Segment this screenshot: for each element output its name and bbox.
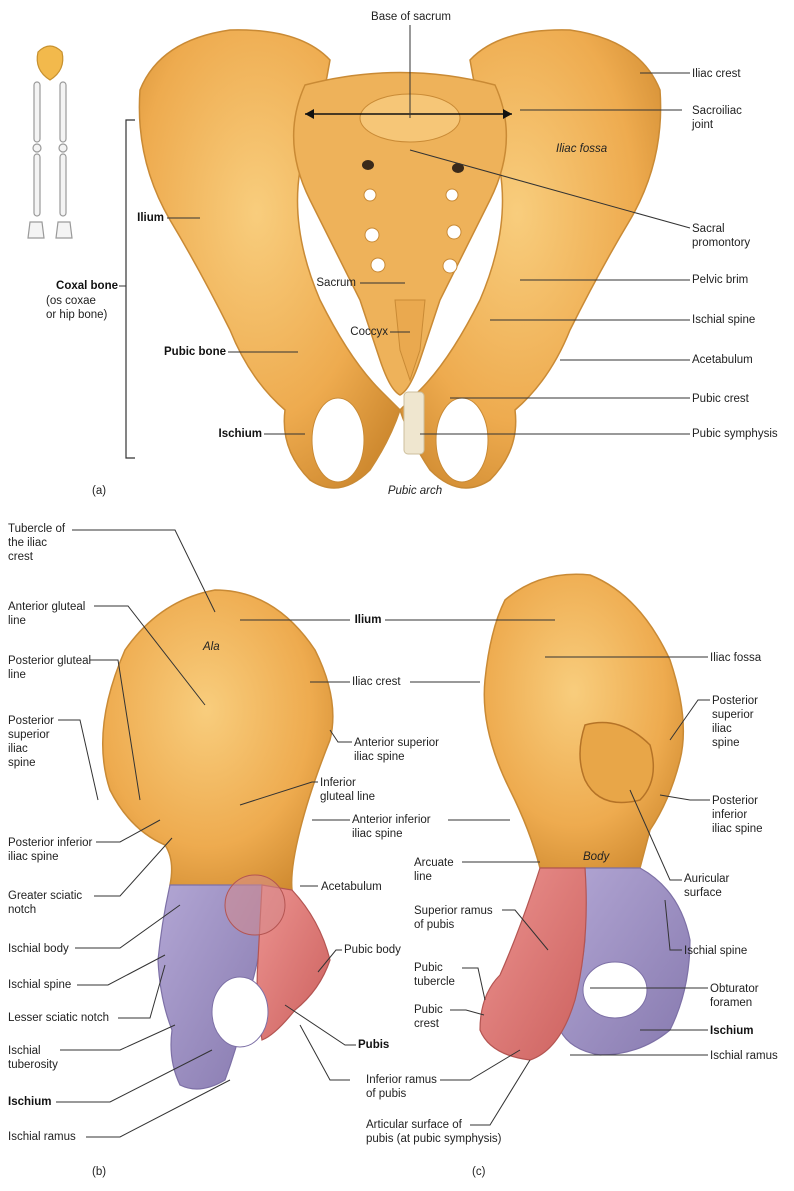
label-pubic-crest-c: Pubic crest	[414, 1004, 443, 1030]
label-iliac-crest-center: Iliac crest	[352, 676, 401, 688]
label-arcuate-line: Arcuate line	[414, 857, 454, 883]
label-pubic-arch: Pubic arch	[387, 485, 443, 497]
label-iliac-fossa-a: Iliac fossa	[556, 143, 608, 155]
label-ilium-center: Ilium	[354, 614, 382, 626]
pubic-symphysis-cartilage	[403, 391, 425, 455]
skeleton-locator-icon	[27, 45, 73, 239]
medial-pubis-shape	[479, 867, 587, 1061]
auricular-surface-shape	[579, 721, 655, 804]
label-acetabulum-a: Acetabulum	[692, 354, 753, 366]
label-posterior-superior-iliac-spine-c: Posterior superior iliac spine	[712, 695, 759, 749]
label-ischial-tuberosity: Ischial tuberosity	[8, 1045, 58, 1071]
label-posterior-gluteal-line: Posterior gluteal line	[8, 655, 92, 681]
label-pubic-tubercle: Pubic tubercle	[414, 962, 455, 988]
label-ischial-spine-a: Ischial spine	[692, 314, 756, 326]
label-ischium-c: Ischium	[710, 1025, 754, 1037]
label-posterior-superior-iliac-spine-b: Posterior superior iliac spine	[8, 715, 55, 769]
label-base-of-sacrum: Base of sacrum	[371, 11, 451, 23]
label-iliac-crest: Iliac crest	[692, 68, 741, 80]
label-anterior-inferior-iliac-spine: Anterior inferior iliac spine	[352, 814, 431, 840]
label-posterior-inferior-iliac-spine-b: Posterior inferior iliac spine	[8, 837, 93, 863]
panel-letter-c: (c)	[472, 1166, 486, 1178]
label-inferior-gluteal-line: Inferior gluteal line	[320, 777, 375, 803]
lateral-obturator-foramen	[211, 976, 269, 1048]
label-acetabulum-b: Acetabulum	[321, 881, 382, 893]
label-pubic-symphysis: Pubic symphysis	[692, 428, 778, 440]
label-ischium-a: Ischium	[218, 428, 262, 440]
label-pelvic-brim: Pelvic brim	[692, 274, 749, 286]
medial-ilium-shape	[483, 573, 685, 869]
panel-letter-b: (b)	[92, 1166, 107, 1178]
leader-lines	[56, 25, 710, 1138]
label-pubic-crest-a: Pubic crest	[692, 393, 749, 405]
label-ischial-spine-b: Ischial spine	[8, 979, 72, 991]
label-ischial-ramus-b: Ischial ramus	[8, 1131, 76, 1143]
pelvis-anterior-view	[125, 29, 662, 489]
label-iliac-fossa-c: Iliac fossa	[710, 652, 762, 664]
medial-obturator-foramen	[582, 961, 648, 1019]
label-pubic-bone: Pubic bone	[164, 346, 226, 358]
label-posterior-inferior-iliac-spine-c: Posterior inferior iliac spine	[712, 795, 763, 835]
label-lesser-sciatic-notch: Lesser sciatic notch	[8, 1012, 109, 1024]
left-ilium-shape	[138, 29, 401, 489]
label-ischial-body: Ischial body	[8, 943, 69, 955]
label-sacral-promontory: Sacral promontory	[692, 223, 751, 249]
label-ilium-a: Ilium	[137, 212, 164, 224]
acetabulum-shape	[224, 874, 286, 936]
coccyx-shape	[394, 299, 426, 382]
label-anterior-superior-iliac-spine: Anterior superior iliac spine	[354, 737, 440, 763]
label-obturator-foramen: Obturator foramen	[710, 983, 759, 1009]
label-sacroiliac-joint: Sacroiliac joint	[692, 105, 742, 131]
label-ischial-spine-c: Ischial spine	[684, 945, 748, 957]
lateral-ilium-shape	[102, 589, 334, 891]
label-ala: Ala	[203, 641, 220, 653]
hip-bone-medial-view	[479, 573, 691, 1061]
label-pubic-body: Pubic body	[344, 944, 401, 956]
hip-bone-lateral-view	[102, 589, 334, 1090]
label-body-c: Body	[583, 851, 610, 863]
label-ischial-ramus-c: Ischial ramus	[710, 1050, 778, 1062]
label-superior-ramus-pubis: Superior ramus of pubis	[414, 905, 493, 931]
right-obturator-foramen	[435, 397, 489, 483]
label-sacrum: Sacrum	[316, 277, 356, 289]
label-coxal-bone-sub: (os coxae or hip bone)	[46, 295, 108, 321]
label-anterior-gluteal-line: Anterior gluteal line	[8, 601, 86, 627]
label-pubis-b: Pubis	[358, 1039, 390, 1051]
label-greater-sciatic-notch: Greater sciatic notch	[8, 890, 83, 916]
label-ischium-b: Ischium	[8, 1096, 52, 1108]
label-inferior-ramus-pubis: Inferior ramus of pubis	[366, 1074, 437, 1100]
panel-letter-a: (a)	[92, 485, 107, 497]
label-coccyx: Coccyx	[350, 326, 388, 338]
label-auricular-surface: Auricular surface	[684, 873, 730, 899]
sacrum-shape	[292, 71, 508, 396]
left-obturator-foramen	[311, 397, 365, 483]
label-articular-surface-pubis: Articular surface of pubis (at pubic sym…	[366, 1119, 502, 1145]
label-coxal-bone: Coxal bone	[56, 280, 118, 292]
label-tubercle-iliac-crest: Tubercle of the iliac crest	[8, 523, 66, 563]
